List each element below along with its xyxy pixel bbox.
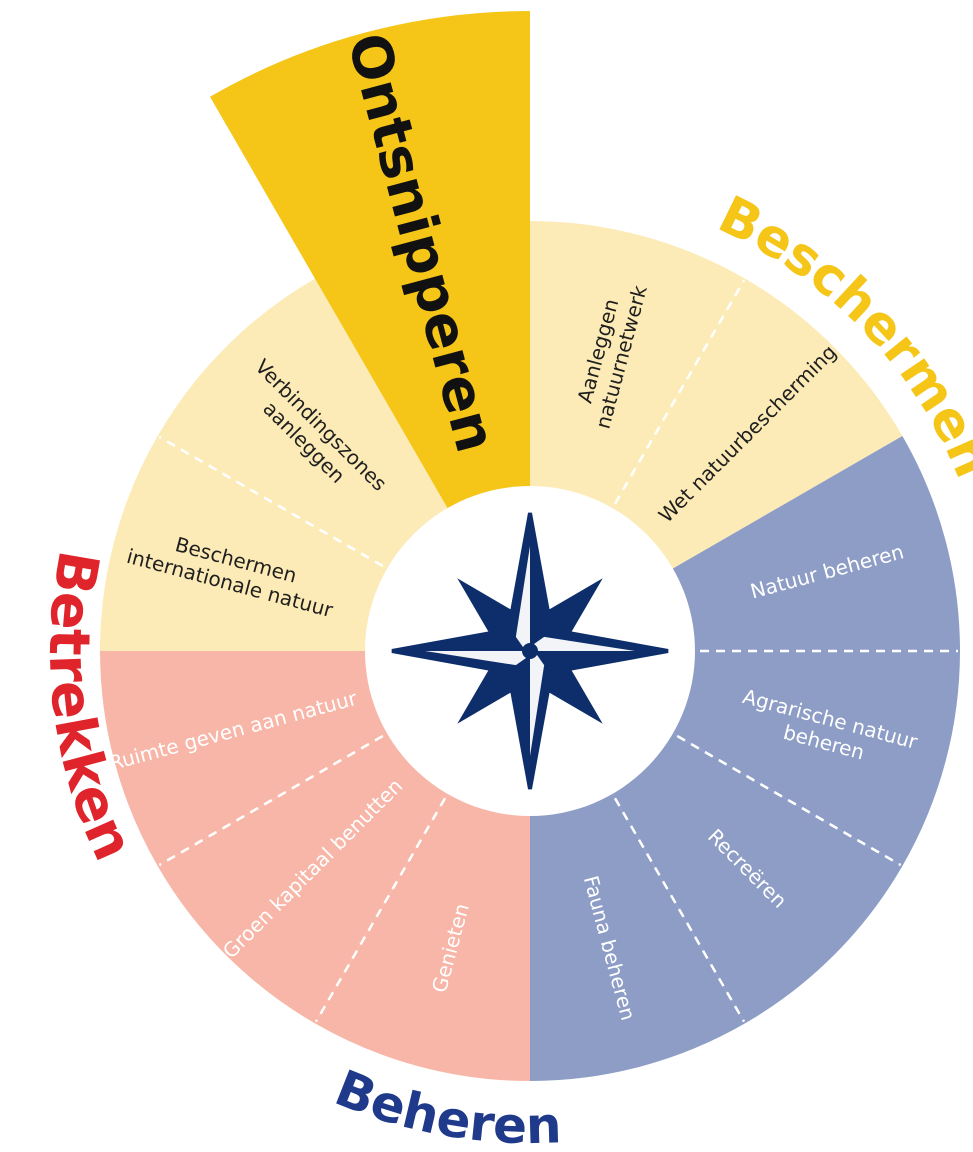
segment-genieten [315,789,530,1081]
segment-beschermen-internationale-natuur [100,436,392,651]
compass-rose-icon [391,512,669,790]
segment-divider [158,734,384,867]
segment-aanleggen-natuurnetwerk [530,221,745,513]
segment-natuur-beheren [668,436,960,651]
compass-center [522,643,538,659]
segment-verbindingszones-aanleggen [157,278,450,571]
ontsnipperen-wedge [210,11,530,513]
segment-divider [158,435,384,568]
compass-facet [425,651,536,666]
compass-facet [515,546,530,657]
segments-layer [100,221,960,1081]
segment-groen-kapitaal-benutten [157,731,450,1024]
compass-facet [524,636,635,651]
segment-ruimte-geven-aan-natuur [100,651,392,866]
segment-agrarische-natuur-beheren [668,651,960,866]
dividers-layer [158,279,958,1023]
segment-fauna-beheren [530,789,745,1081]
segment-wet-natuurbescherming [610,278,903,571]
segment-divider [314,797,447,1023]
segment-divider [613,279,746,505]
segment-divider [676,734,902,867]
segment-recreeren [610,731,903,1024]
compass-facet [530,645,545,756]
segment-divider [613,797,746,1023]
